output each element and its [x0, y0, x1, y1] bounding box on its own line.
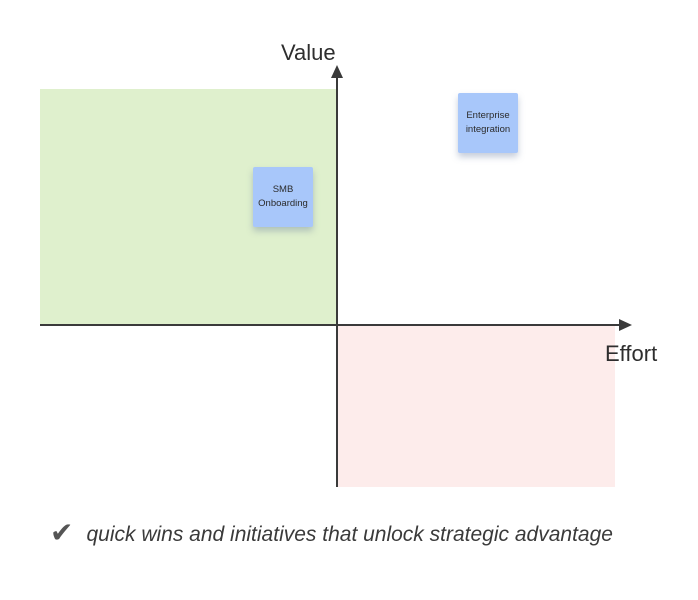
- sticky-note-label: SMB Onboarding: [258, 184, 308, 209]
- sticky-note-enterprise-integration[interactable]: Enterprise integration: [458, 93, 518, 153]
- x-axis-label: Effort: [605, 341, 658, 366]
- caption: ✔ quick wins and initiatives that unlock…: [50, 518, 613, 550]
- sticky-note-smb-onboarding[interactable]: SMB Onboarding: [253, 167, 313, 227]
- x-axis-arrow-icon: [619, 319, 632, 331]
- y-axis-arrow-icon: [331, 65, 343, 78]
- y-axis-line: [336, 77, 338, 487]
- y-axis-label: Value: [281, 40, 336, 65]
- quadrant-low-value-high-effort: [338, 326, 615, 487]
- caption-text: quick wins and initiatives that unlock s…: [86, 523, 613, 546]
- sticky-note-label: Enterprise integration: [465, 110, 511, 135]
- x-axis-line: [40, 324, 620, 326]
- checkmark-icon: ✔: [50, 517, 74, 548]
